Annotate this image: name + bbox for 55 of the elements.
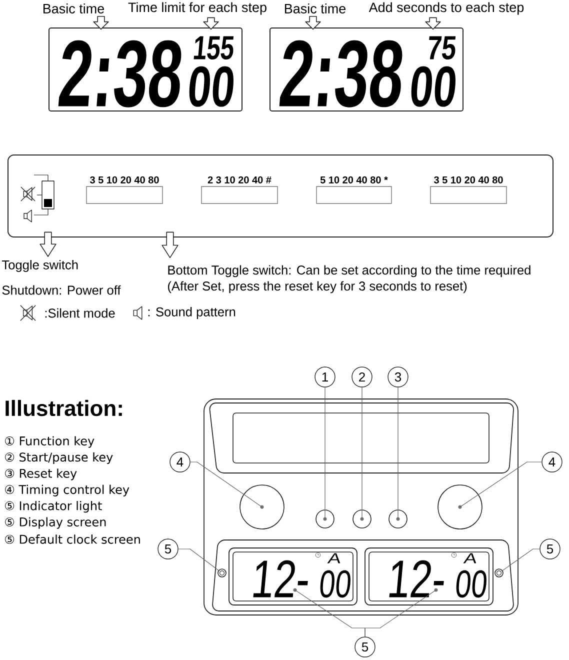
pointer-label: Toggle switch <box>2 260 78 272</box>
node-label: 2 3 10 20 40 # <box>208 176 272 184</box>
callout-number: 4 <box>542 452 562 472</box>
key-list-item: ① Function key <box>5 436 94 448</box>
callout-number: 5 <box>354 636 376 658</box>
hollow-arrow <box>162 232 178 258</box>
leader-line <box>460 462 542 508</box>
note-text: Shutdown: Power off <box>2 285 121 295</box>
hollow-arrow <box>305 16 321 30</box>
round-button <box>316 510 334 528</box>
pointer-label: Time limit for each step <box>128 2 266 15</box>
lcd-screen: 12- A 00 <box>228 548 358 606</box>
key-list-item: ③ Reset key <box>5 468 77 480</box>
indicator-light <box>494 568 504 578</box>
round-button <box>352 510 372 528</box>
node-label: 3 5 10 20 40 80 <box>90 176 159 184</box>
switch-panel <box>8 154 554 238</box>
key-list-item: ④ Timing control key <box>5 484 130 496</box>
icon-caption: :Silent mode <box>45 308 115 318</box>
callout-number: 4 <box>170 452 190 472</box>
dip-switch-box: 3 5 10 20 40 80 <box>430 176 507 204</box>
hollow-arrow <box>93 16 109 30</box>
section-heading: Illustration: <box>6 400 122 416</box>
dip-switch-box: 2 3 10 20 40 # <box>201 176 278 204</box>
hollow-arrow <box>203 17 219 30</box>
note-text: Bottom Toggle switch: Can be set according to the time required (After Set, press the reset key for 3 seconds to reset) <box>168 265 530 294</box>
callout-number: 5 <box>540 538 560 560</box>
leader-line <box>324 387 326 520</box>
key-list-item: ⑤ Display screen <box>5 517 106 529</box>
icon-caption: : Sound pattern <box>148 307 236 319</box>
hollow-arrow <box>40 232 56 257</box>
leader-line <box>502 548 540 571</box>
leader-line <box>190 462 262 508</box>
lcd-screen: 12- A 00 <box>364 548 494 606</box>
key-list-item: ⑤ Indicator light <box>5 501 102 513</box>
pointer-label: Add seconds to each step <box>368 2 524 15</box>
knob <box>240 484 284 530</box>
pointer-label: Basic time <box>43 4 104 14</box>
callout-number: 2 <box>352 366 372 388</box>
node-label: 5 10 20 40 80 * <box>320 176 388 184</box>
node-label: 3 5 10 20 40 80 <box>434 176 503 184</box>
indicator-light <box>218 568 226 578</box>
pointer-label: Basic time <box>284 4 346 14</box>
callout-number: 3 <box>388 366 408 388</box>
hollow-arrow <box>425 17 441 30</box>
key-list-item: ⑤ Default clock screen <box>5 534 140 544</box>
leader-line <box>364 590 436 637</box>
knob <box>438 484 482 530</box>
leader-line <box>178 548 219 571</box>
dip-switch-box: 3 5 10 20 40 80 <box>86 176 163 204</box>
round-button <box>388 510 408 528</box>
callout-number: 1 <box>314 366 336 388</box>
key-list-item: ② Start/pause key <box>5 452 113 464</box>
callout-number: 5 <box>158 538 178 560</box>
dip-switch-box: 5 10 20 40 80 * <box>316 176 392 204</box>
